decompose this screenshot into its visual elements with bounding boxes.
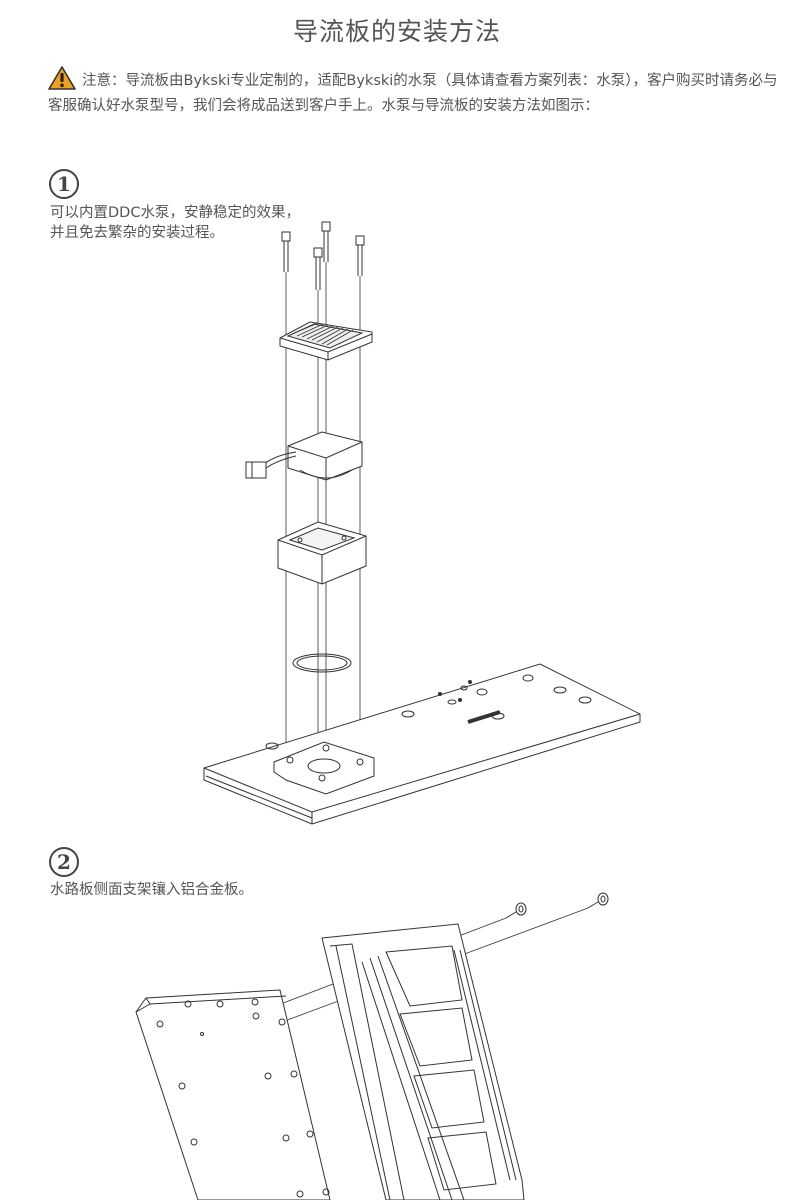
aluminium-plate <box>136 990 330 1200</box>
page-title: 导流板的安装方法 <box>292 17 501 46</box>
step-1-number: 1 <box>49 169 79 199</box>
notice-paragraph: 注意：导流板由Bykski专业定制的，适配Bykski的水泵（具体请查看方案列表… <box>48 66 778 116</box>
step-2-number: 2 <box>49 847 79 877</box>
screw-3 <box>356 236 364 276</box>
warning-triangle-icon <box>48 66 76 96</box>
pump-housing <box>278 522 366 584</box>
notice-text: 注意：导流板由Bykski专业定制的，适配Bykski的水泵（具体请查看方案列表… <box>48 73 778 114</box>
heatsink-cover <box>280 322 372 360</box>
pump-assembly-diagram <box>190 220 650 840</box>
screw-1 <box>282 232 290 272</box>
step-2-line: 水路板侧面支架镶入铝合金板。 <box>50 882 253 898</box>
screw-b <box>588 893 608 908</box>
o-ring <box>293 654 351 672</box>
ddc-pump <box>246 432 362 480</box>
step-1-line: 可以内置DDC水泵，安静稳定的效果， <box>50 205 300 221</box>
step-2-description: 水路板侧面支架镶入铝合金板。 <box>50 880 253 900</box>
bracket-assembly-diagram <box>130 890 650 1200</box>
water-channel-plate <box>322 924 524 1200</box>
screw-a <box>506 903 526 918</box>
distribution-plate <box>204 664 640 824</box>
screw-2 <box>322 222 330 262</box>
step-1-description: 可以内置DDC水泵，安静稳定的效果， 并且免去繁杂的安装过程。 <box>50 203 300 243</box>
screw-4 <box>314 248 322 290</box>
step-1-line: 并且免去繁杂的安装过程。 <box>50 225 224 241</box>
